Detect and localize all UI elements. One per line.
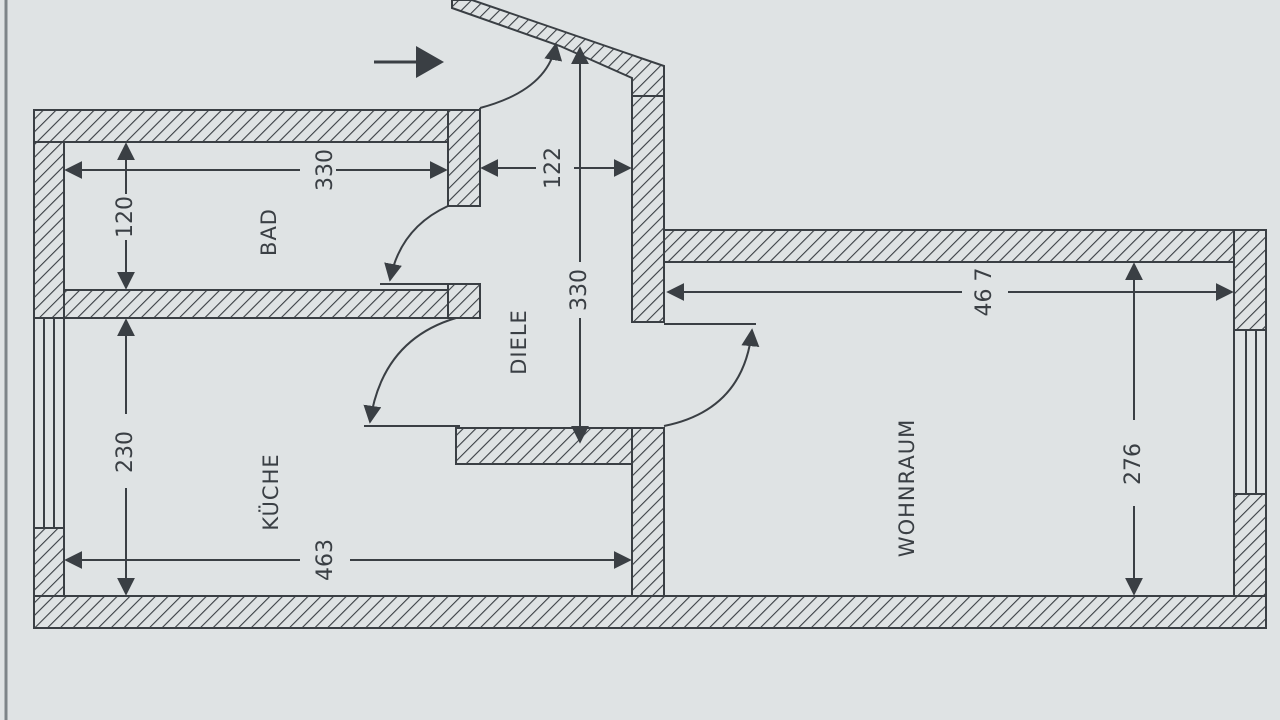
wall-wohnraum-top [663,229,1267,263]
wall-wohnraum-right-lower [1233,493,1267,597]
door-wohnraum-arc [663,328,760,427]
wall-top-bad [33,109,481,143]
window-kueche [33,317,65,529]
dim-bad-width: 330 [313,149,338,191]
wall-wohnraum-right [1233,229,1267,331]
wall-entrance-slanted [451,0,665,97]
wall-bottom [33,595,1267,629]
wall-left-lower [33,527,65,597]
entrance-arrow-icon [374,46,444,78]
wall-wohnraum-left [631,427,665,597]
dim-wohnraum-depth: 276 [1121,443,1146,485]
door-kueche-arc [363,317,457,424]
dim-wohnraum-width: 46 7 [972,268,997,317]
window-wohnraum [1233,329,1267,495]
room-label-diele: DIELE [507,309,531,375]
dim-kueche-width: 463 [313,539,338,581]
dim-kueche-depth: 230 [113,431,138,473]
dim-diele-width: 122 [541,147,566,189]
wall-bad-kueche [63,289,449,319]
wall-bad-right [447,109,481,207]
dim-diele-length: 330 [567,269,592,311]
wall-diele-right-upper [631,67,665,323]
room-label-wohnraum: WOHNRAUM [895,419,919,557]
dim-bad-depth: 120 [113,196,138,238]
room-label-kueche: KÜCHE [258,453,283,530]
door-bad-arc [384,205,449,282]
room-label-bad: BAD [257,208,281,256]
wall-diele-lower [455,427,635,465]
wall-bad-kueche-end [447,283,481,319]
door-entrance-arc [479,42,563,109]
